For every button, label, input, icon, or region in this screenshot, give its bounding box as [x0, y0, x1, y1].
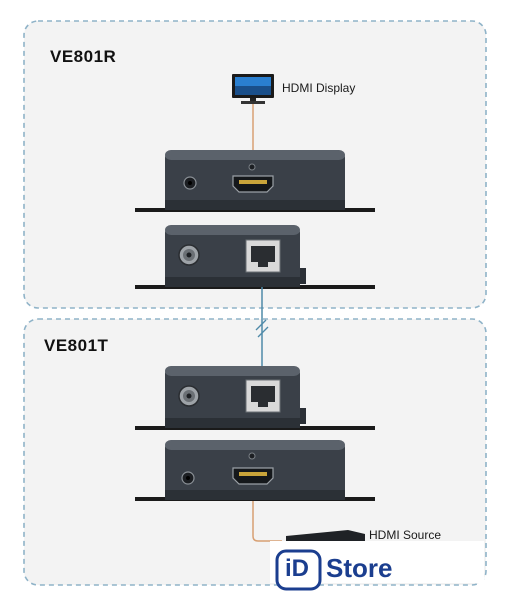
cat-cable — [255, 287, 269, 367]
rj45-port-icon — [245, 379, 281, 413]
source-device-icon — [286, 530, 365, 541]
audio-jack-icon — [181, 471, 195, 485]
receiver-rj45-unit — [135, 225, 375, 289]
status-led — [248, 452, 256, 460]
receiver-hdmi-unit — [135, 150, 375, 212]
monitor-icon — [232, 74, 274, 104]
receiver-title: VE801R — [50, 47, 117, 66]
logo-id-text: iD — [285, 555, 309, 582]
hdmi-source-cable — [252, 501, 282, 542]
hdmi-display-label: HDMI Display — [282, 81, 356, 95]
hdmi-port-icon — [232, 175, 274, 193]
hdmi-source-label: HDMI Source — [369, 528, 442, 540]
transmitter-title: VE801T — [44, 336, 109, 355]
logo-id-box — [275, 549, 322, 591]
logo-store-text: Store — [326, 553, 393, 583]
power-jack-icon — [178, 385, 200, 407]
hdmi-port-icon — [232, 467, 274, 485]
audio-jack-icon — [183, 176, 197, 190]
rj45-port-icon — [245, 239, 281, 273]
transmitter-hdmi-unit — [135, 440, 375, 501]
hdmi-source-label-clip: HDMI Source — [369, 526, 489, 540]
status-led — [248, 163, 256, 171]
power-jack-icon — [178, 244, 200, 266]
transmitter-rj45-unit — [135, 366, 375, 430]
